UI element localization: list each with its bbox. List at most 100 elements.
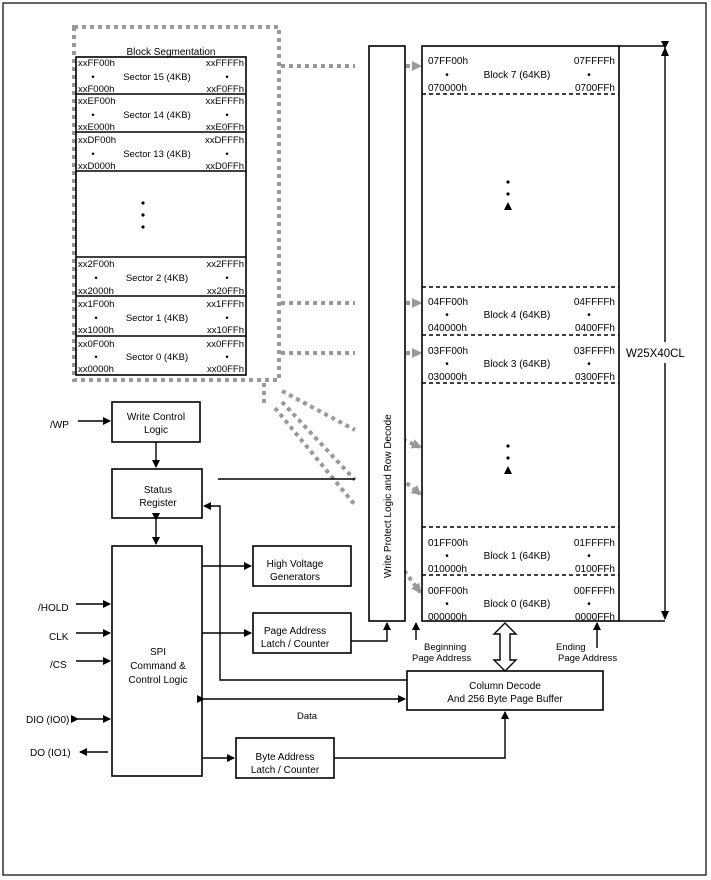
svg-text:•: • xyxy=(587,599,591,610)
svg-text:Page Address: Page Address xyxy=(264,626,326,637)
block-segmentation-outline xyxy=(72,25,281,382)
svg-text:High Voltage: High Voltage xyxy=(267,559,324,570)
svg-text:Sector 13 (4KB): Sector 13 (4KB) xyxy=(123,149,191,160)
pin-wp: /WP xyxy=(50,420,69,431)
svg-text:Block 7 (64KB): Block 7 (64KB) xyxy=(484,70,551,81)
svg-text:Latch / Counter: Latch / Counter xyxy=(261,639,330,650)
svg-text:070000h: 070000h xyxy=(428,83,467,94)
pin-dio: DIO (IO0) xyxy=(26,715,69,726)
svg-text:Register: Register xyxy=(139,498,177,509)
status-register xyxy=(111,468,203,519)
write-protect-row-decode xyxy=(368,45,406,622)
svg-text:•: • xyxy=(94,352,97,363)
pin-hold: /HOLD xyxy=(38,603,69,614)
write-protect-label: Write Protect Logic and Row Decode xyxy=(383,414,394,578)
svg-text:Sector 1 (4KB): Sector 1 (4KB) xyxy=(126,313,188,324)
pins: /WP /HOLD CLK /CS DIO (IO0) DO (IO1) xyxy=(26,417,111,759)
svg-text:Block 0 (64KB): Block 0 (64KB) xyxy=(484,599,551,610)
svg-text:Generators: Generators xyxy=(270,572,320,583)
ending-page-label-1: Ending xyxy=(556,642,586,653)
svg-text:xxEFFFh: xxEFFFh xyxy=(205,96,244,107)
pin-clk: CLK xyxy=(49,632,69,643)
data-label: Data xyxy=(297,711,318,722)
block-3: 03FF00h 03FFFFh • Block 3 (64KB) • 03000… xyxy=(428,346,615,383)
svg-text:Logic: Logic xyxy=(144,425,168,436)
svg-text:•: • xyxy=(91,72,94,83)
svg-text:03FFFFh: 03FFFFh xyxy=(574,346,615,357)
svg-text:•: • xyxy=(587,310,591,321)
beginning-page-label-1: Beginning xyxy=(424,642,466,653)
beginning-page-label-2: Page Address xyxy=(412,653,471,664)
svg-text:010000h: 010000h xyxy=(428,564,467,575)
svg-text:xx0FFFh: xx0FFFh xyxy=(207,339,244,350)
svg-text:07FF00h: 07FF00h xyxy=(428,56,468,67)
svg-text:xxDF00h: xxDF00h xyxy=(78,135,116,146)
svg-text:xx1F00h: xx1F00h xyxy=(78,299,114,310)
sector-14: xxEF00h xxEFFFh • Sector 14 (4KB) • xxE0… xyxy=(78,96,244,133)
svg-text:00FFFFh: 00FFFFh xyxy=(574,586,615,597)
memory-array xyxy=(421,45,620,622)
svg-text:•: • xyxy=(445,70,449,81)
svg-text:•: • xyxy=(94,313,97,324)
svg-text:040000h: 040000h xyxy=(428,323,467,334)
svg-text:And 256 Byte Page Buffer: And 256 Byte Page Buffer xyxy=(447,694,563,705)
svg-text:Block 1 (64KB): Block 1 (64KB) xyxy=(484,551,551,562)
svg-text:xx0000h: xx0000h xyxy=(78,364,114,375)
svg-text:03FF00h: 03FF00h xyxy=(428,346,468,357)
write-control-logic xyxy=(111,401,201,443)
svg-text:0100FFh: 0100FFh xyxy=(575,564,615,575)
high-voltage-generators xyxy=(252,545,352,587)
svg-text:•: • xyxy=(225,352,228,363)
block-7: 07FF00h 07FFFFh • Block 7 (64KB) • 07000… xyxy=(428,56,615,94)
block-segmentation-title: Block Segmentation xyxy=(127,47,216,58)
block-ellipsis-upper xyxy=(504,180,512,210)
svg-text:0700FFh: 0700FFh xyxy=(575,83,615,94)
svg-text:•: • xyxy=(445,551,449,562)
svg-text:xxF0FFh: xxF0FFh xyxy=(207,84,244,95)
pin-cs: /CS xyxy=(50,660,67,671)
svg-text:xxFF00h: xxFF00h xyxy=(78,58,115,69)
ending-page-label-2: Page Address xyxy=(558,653,617,664)
svg-text:04FF00h: 04FF00h xyxy=(428,297,468,308)
svg-text:xx1000h: xx1000h xyxy=(78,325,114,336)
chip-name: W25X40CL xyxy=(626,348,685,360)
svg-text:xx20FFh: xx20FFh xyxy=(207,286,244,297)
svg-text:00FF00h: 00FF00h xyxy=(428,586,468,597)
sector-stack xyxy=(75,56,247,376)
svg-text:xx00FFh: xx00FFh xyxy=(207,364,244,375)
svg-text:xx2F00h: xx2F00h xyxy=(78,259,114,270)
svg-text:xxD0FFh: xxD0FFh xyxy=(205,161,244,172)
chip-bracket xyxy=(619,41,669,622)
svg-text:Column Decode: Column Decode xyxy=(469,681,541,692)
svg-text:•: • xyxy=(445,310,449,321)
connections xyxy=(152,442,601,762)
svg-text:Sector 0 (4KB): Sector 0 (4KB) xyxy=(126,352,188,363)
svg-text:Sector 2 (4KB): Sector 2 (4KB) xyxy=(126,273,188,284)
svg-text:xxE000h: xxE000h xyxy=(78,122,115,133)
svg-text:0400FFh: 0400FFh xyxy=(575,323,615,334)
svg-text:Byte Address: Byte Address xyxy=(256,752,315,763)
svg-text:Latch / Counter: Latch / Counter xyxy=(251,765,320,776)
svg-text:000000h: 000000h xyxy=(428,612,467,623)
block-0: 00FF00h 00FFFFh • Block 0 (64KB) • 00000… xyxy=(428,586,615,623)
sector-ellipsis xyxy=(141,201,145,229)
svg-text:01FF00h: 01FF00h xyxy=(428,538,468,549)
svg-text:xx2FFFh: xx2FFFh xyxy=(207,259,244,270)
svg-text:xxFFFFh: xxFFFFh xyxy=(206,58,244,69)
sector-1: xx1F00h xx1FFFh • Sector 1 (4KB) • xx100… xyxy=(78,299,244,336)
svg-text:•: • xyxy=(91,110,94,121)
svg-text:xxEF00h: xxEF00h xyxy=(78,96,116,107)
svg-text:Sector 14 (4KB): Sector 14 (4KB) xyxy=(123,110,191,121)
pin-do: DO (IO1) xyxy=(30,748,71,759)
svg-text:•: • xyxy=(445,359,449,370)
svg-text:030000h: 030000h xyxy=(428,372,467,383)
svg-text:•: • xyxy=(91,149,94,160)
svg-text:•: • xyxy=(225,110,228,121)
svg-text:•: • xyxy=(225,72,228,83)
svg-text:Block 3 (64KB): Block 3 (64KB) xyxy=(484,359,551,370)
page-address-latch-counter xyxy=(252,612,352,654)
svg-text:•: • xyxy=(587,359,591,370)
svg-text:xx1FFFh: xx1FFFh xyxy=(207,299,244,310)
svg-text:xx10FFh: xx10FFh xyxy=(207,325,244,336)
